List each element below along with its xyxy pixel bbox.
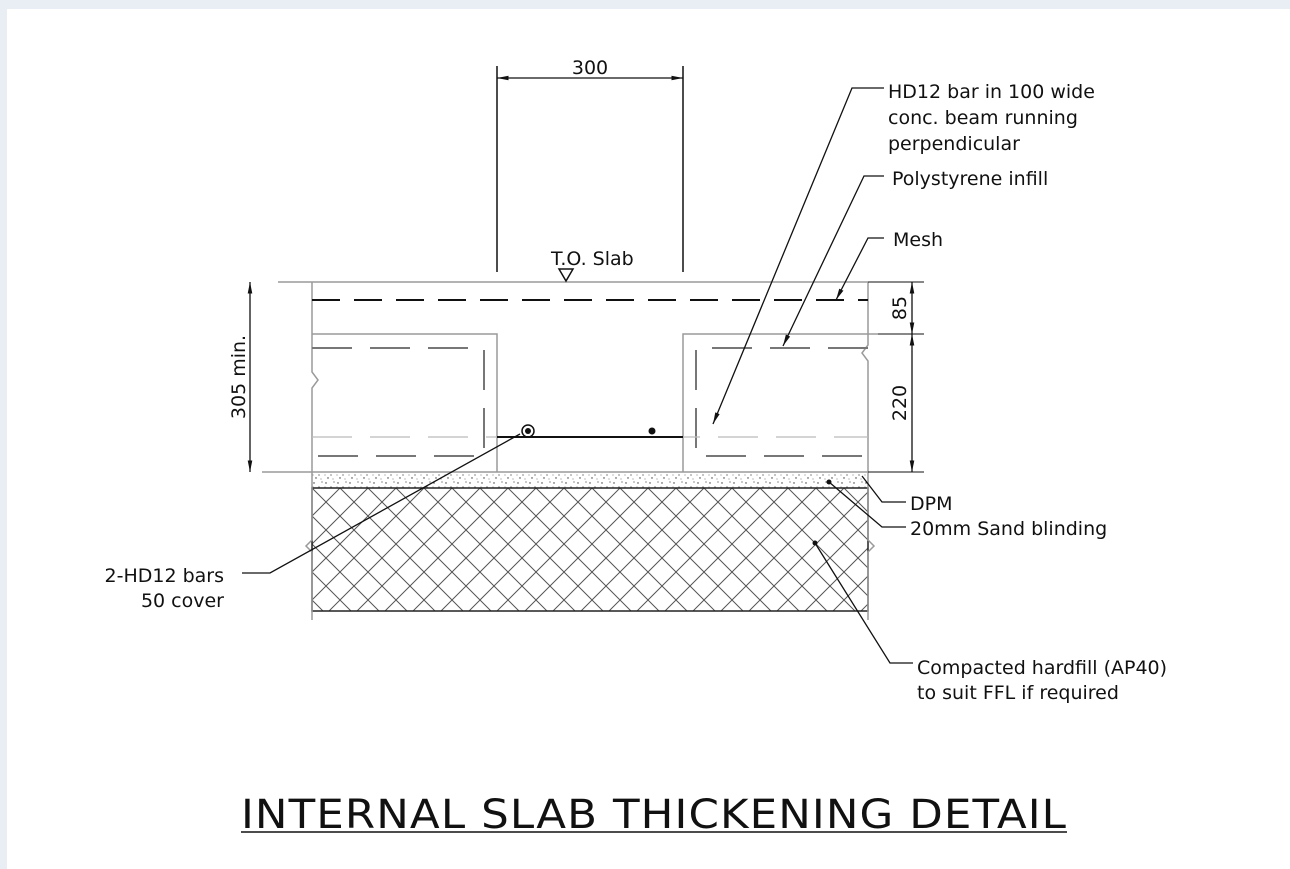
level-marker: T.O. Slab: [550, 248, 634, 283]
dimension-depth: 305 min.: [228, 282, 253, 472]
callout-hardfill-line1: Compacted hardfill (AP40): [917, 657, 1167, 679]
dimension-right: 85 220: [868, 281, 924, 473]
callout-sand: 20mm Sand blinding: [910, 518, 1107, 540]
polystyrene-infill: [312, 347, 868, 457]
sand-blinding-layer: [311, 471, 869, 489]
leader-lines: [242, 87, 913, 664]
dimension-infill-label: 220: [889, 385, 911, 421]
callout-bar-line2: conc. beam running: [888, 107, 1078, 129]
callout-bars-line2: 50 cover: [141, 590, 224, 612]
callout-bar-line3: perpendicular: [888, 133, 1020, 155]
callout-infill: Polystyrene infill: [892, 168, 1048, 190]
drawing-title: INTERNAL SLAB THICKENING DETAIL: [241, 792, 1067, 838]
hardfill-layer: [311, 487, 869, 612]
dimension-width: 300: [496, 57, 684, 272]
level-marker-label: T.O. Slab: [550, 248, 634, 270]
callout-mesh: Mesh: [893, 229, 943, 251]
slab-outline: [262, 281, 878, 620]
dimension-depth-label: 305 min.: [228, 335, 250, 419]
beam-bar: [497, 424, 683, 438]
callout-bar-line1: HD12 bar in 100 wide: [888, 81, 1095, 103]
dimension-width-label: 300: [572, 57, 608, 79]
callout-dpm: DPM: [910, 493, 952, 515]
callout-bars-line1: 2-HD12 bars: [105, 565, 225, 587]
drawing-title-text: INTERNAL SLAB THICKENING DETAIL: [241, 792, 1067, 838]
dimension-top-label: 85: [889, 296, 911, 320]
drawing-canvas: 300 T.O. Slab 305 min. 85 220 HD12 bar i…: [7, 9, 1290, 869]
callout-hardfill-line2: to suit FFL if required: [917, 682, 1119, 704]
slab-detail-drawing: 300 T.O. Slab 305 min. 85 220 HD12 bar i…: [105, 57, 1168, 838]
